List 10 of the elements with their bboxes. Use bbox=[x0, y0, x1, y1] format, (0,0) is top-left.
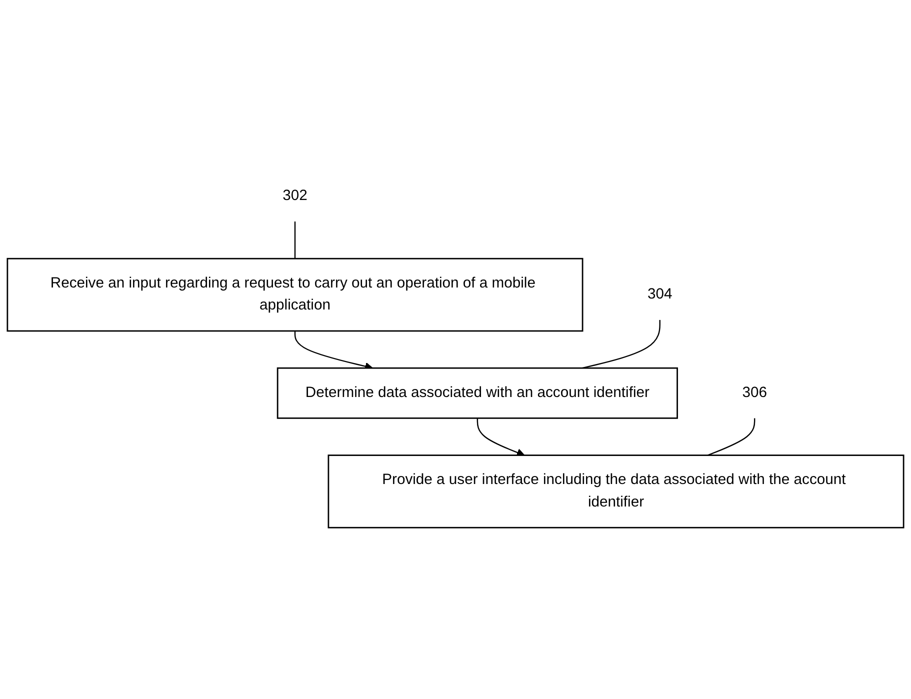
node-text: 302 bbox=[282, 188, 308, 204]
connector bbox=[707, 418, 756, 456]
node-box: Provide a user interface including the data associated with the account identifier bbox=[328, 454, 904, 528]
connector bbox=[582, 320, 660, 369]
node-box: Determine data associated with an account identifier bbox=[276, 367, 678, 419]
node-box: Receive an input regarding a request to carry out an operation of a mobile application bbox=[6, 258, 584, 332]
node-text: 304 bbox=[647, 286, 672, 302]
connector bbox=[294, 221, 296, 259]
arrow bbox=[476, 418, 525, 456]
node-text: 306 bbox=[742, 384, 767, 401]
